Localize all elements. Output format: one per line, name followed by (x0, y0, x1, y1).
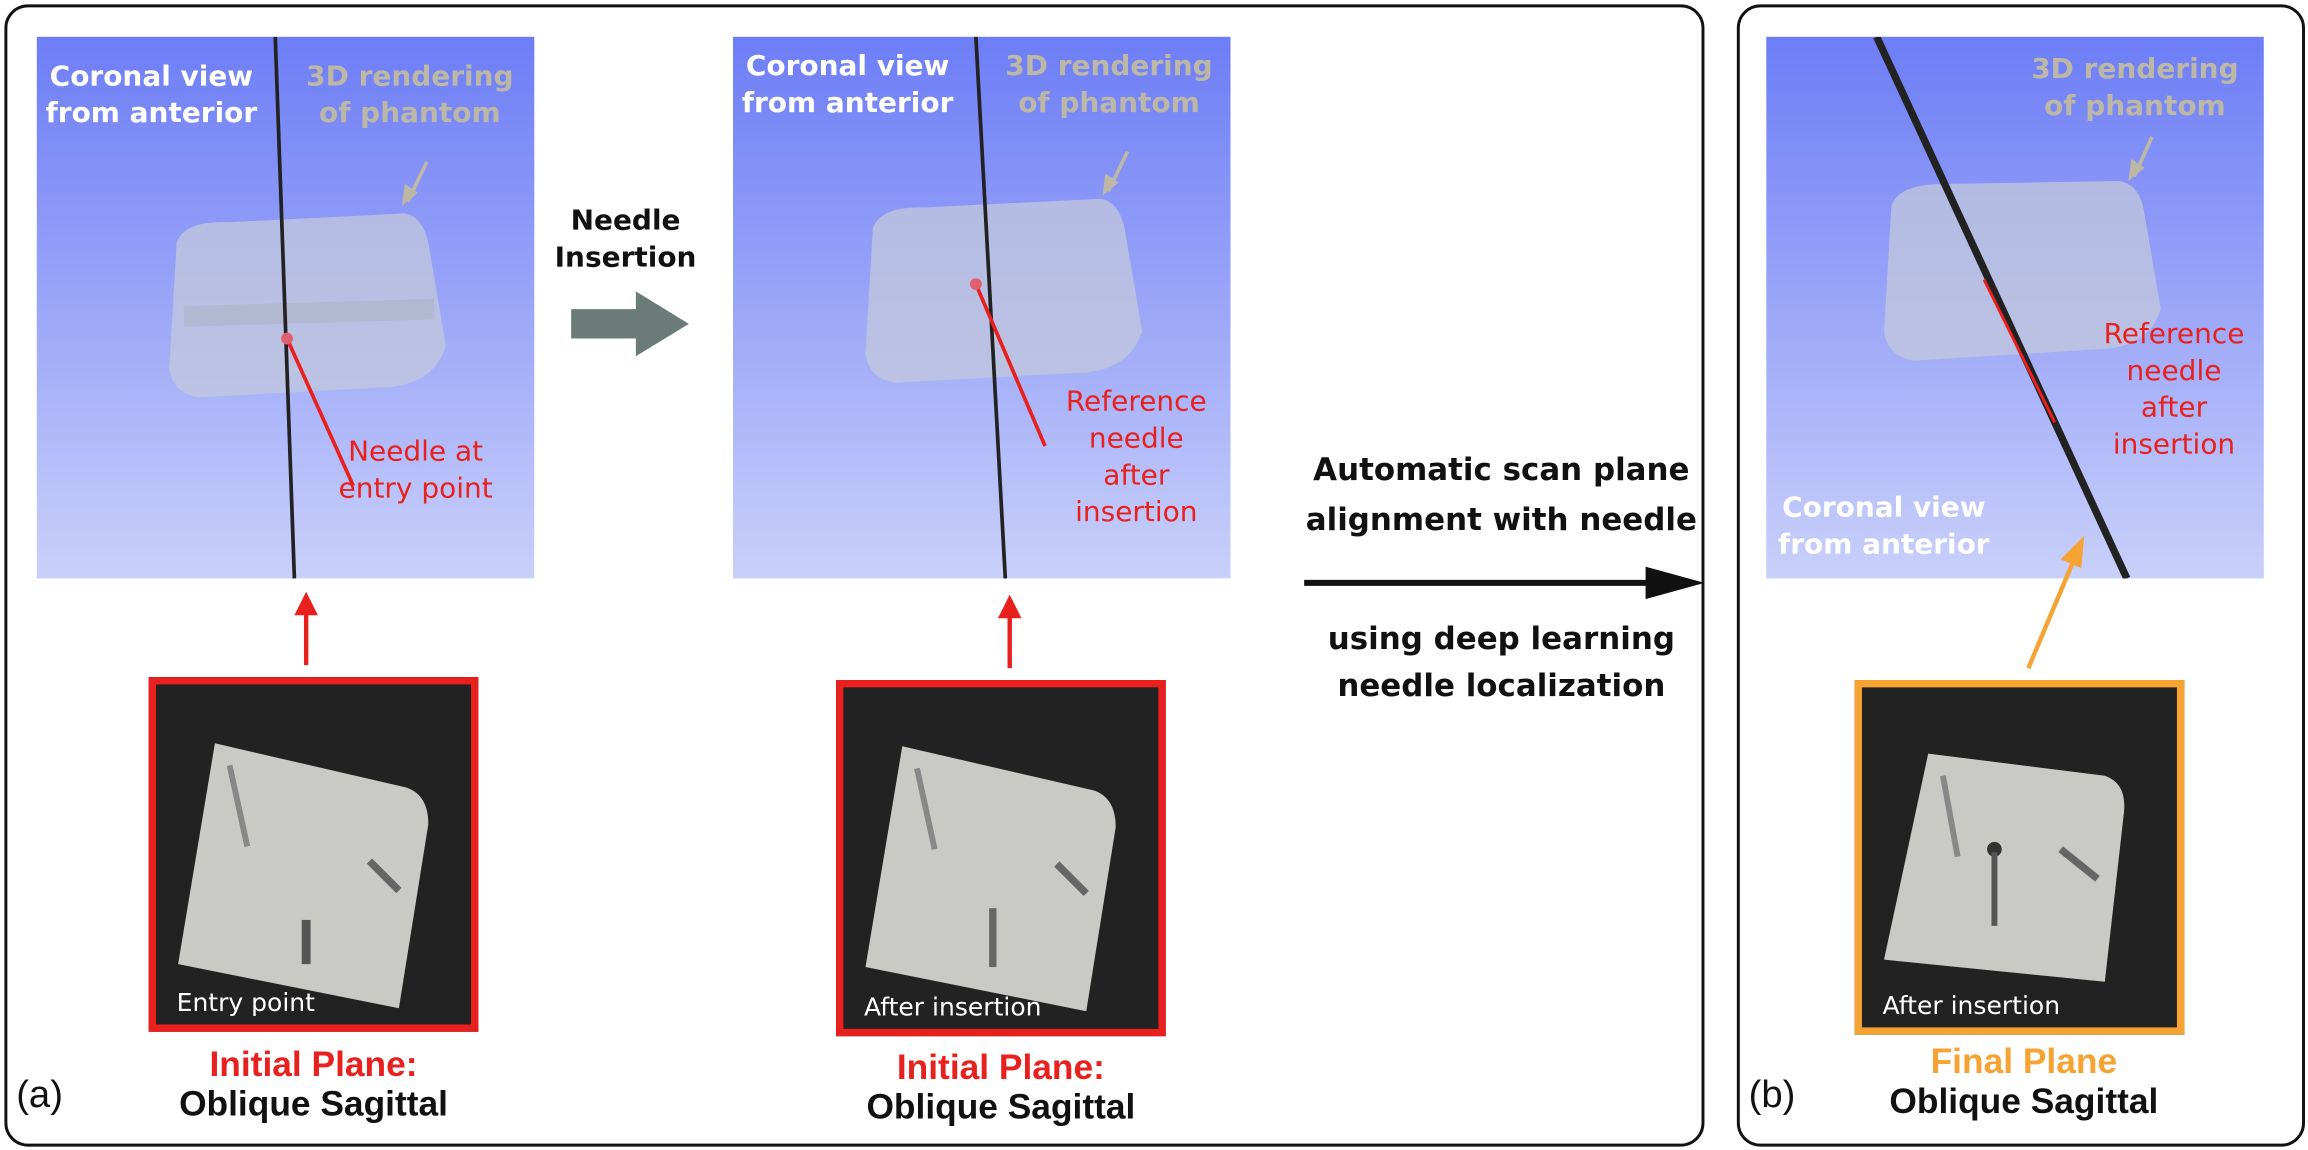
view-title: from anterior (741, 86, 954, 120)
method-text: needle localization (1337, 668, 1666, 704)
panel-label: (a) (16, 1071, 63, 1116)
ref-label: needle (1088, 422, 1184, 455)
panel-b (1736, 4, 2305, 1147)
mri-entry-point: Entry point (148, 677, 479, 1032)
view-title: Coronal view (1782, 491, 1986, 524)
mri-final: After insertion (1854, 680, 2185, 1035)
panel-label: (b) (1748, 1071, 1796, 1116)
plane-title: Initial Plane: (209, 1045, 418, 1085)
needle-line (285, 337, 355, 487)
reference-needle-line (974, 283, 1047, 447)
ref-label: insertion (2112, 428, 2236, 461)
arrow-down-left-icon (2128, 158, 2145, 182)
ref-label: insertion (1075, 496, 1198, 529)
ref-label: Reference (2103, 317, 2245, 351)
render-label: of phantom (319, 97, 501, 130)
mri-slice (1884, 753, 2125, 982)
arrow-up-right-icon (2026, 535, 2085, 670)
scan-plane-line (1873, 36, 2131, 579)
coronal-view-entry: Coronal view from anterior 3D rendering of… (36, 36, 535, 579)
phantom-rendering (1873, 36, 2161, 579)
arrow-down-left-icon (1102, 173, 1119, 196)
ref-label: Reference (1065, 385, 1207, 419)
plane-title: Final Plane (1930, 1042, 2118, 1082)
mri-after-insertion: After insertion (836, 680, 1166, 1037)
method-text: using deep learning (1327, 621, 1675, 657)
insertion-arrow-icon (571, 291, 689, 357)
needle-label: Needle at (348, 435, 484, 469)
scan-plane-line (974, 36, 1008, 579)
plane-title: Initial Plane: (896, 1047, 1105, 1088)
view-title: Coronal view (745, 50, 950, 83)
alignment-text: alignment with needle (1305, 501, 1697, 538)
render-label: 3D rendering (1005, 50, 1213, 83)
needle-label: entry point (338, 472, 493, 505)
render-label: of phantom (1018, 86, 1200, 120)
arrow-right-icon (1304, 566, 1705, 600)
alignment-text: Automatic scan plane (1313, 451, 1690, 488)
ref-label: after (2140, 391, 2208, 424)
panel-a (4, 4, 1705, 1147)
mri-caption: After insertion (1882, 992, 2061, 1022)
ref-label: needle (2126, 354, 2222, 388)
mri-caption: Entry point (176, 989, 315, 1019)
reference-needle-line (1982, 279, 2057, 424)
plane-orientation: Oblique Sagittal (179, 1084, 448, 1125)
view-title: from anterior (45, 97, 258, 130)
view-title: from anterior (1778, 528, 1990, 561)
phantom-rendering (865, 36, 1143, 579)
mri-slice (178, 743, 429, 1009)
phantom-rendering (169, 36, 446, 579)
mri-caption: After insertion (864, 993, 1042, 1023)
render-label: 3D rendering (2031, 52, 2239, 86)
render-label: of phantom (2044, 89, 2226, 123)
render-label: 3D rendering (306, 60, 514, 93)
ref-label: after (1103, 459, 1170, 492)
arrow-up-icon (997, 594, 1022, 669)
plane-orientation: Oblique Sagittal (866, 1087, 1136, 1128)
view-title: Coronal view (49, 60, 254, 93)
scan-plane-line (273, 36, 297, 579)
arrow-down-left-icon (401, 183, 419, 207)
insertion-label: Insertion (554, 241, 697, 274)
insertion-label: Needle (570, 204, 681, 237)
mri-slice (865, 746, 1116, 1012)
plane-orientation: Oblique Sagittal (1889, 1081, 2159, 1122)
arrow-up-icon (294, 591, 318, 666)
